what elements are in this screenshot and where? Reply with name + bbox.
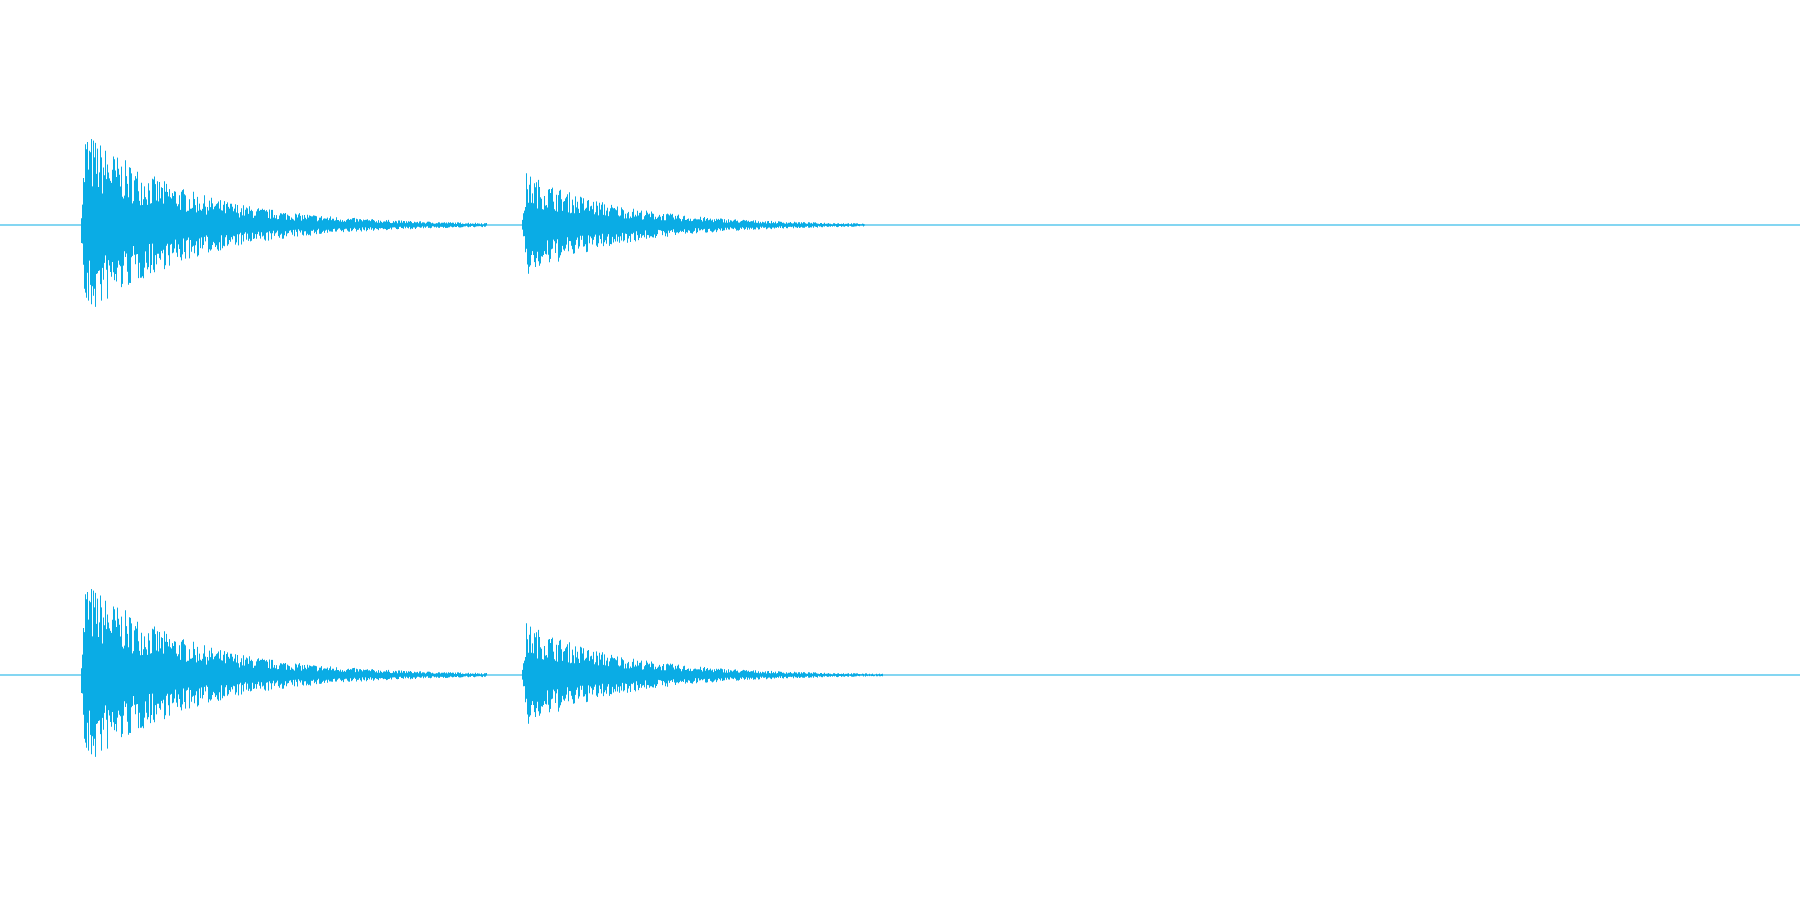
waveform-transient-1 — [81, 139, 487, 307]
waveform-transient-2 — [522, 623, 883, 724]
channel-bottom-waveform — [0, 589, 1800, 757]
waveform-transient-1 — [81, 589, 487, 757]
channel-top-waveform — [0, 139, 1800, 307]
waveform-transient-2 — [522, 173, 865, 274]
